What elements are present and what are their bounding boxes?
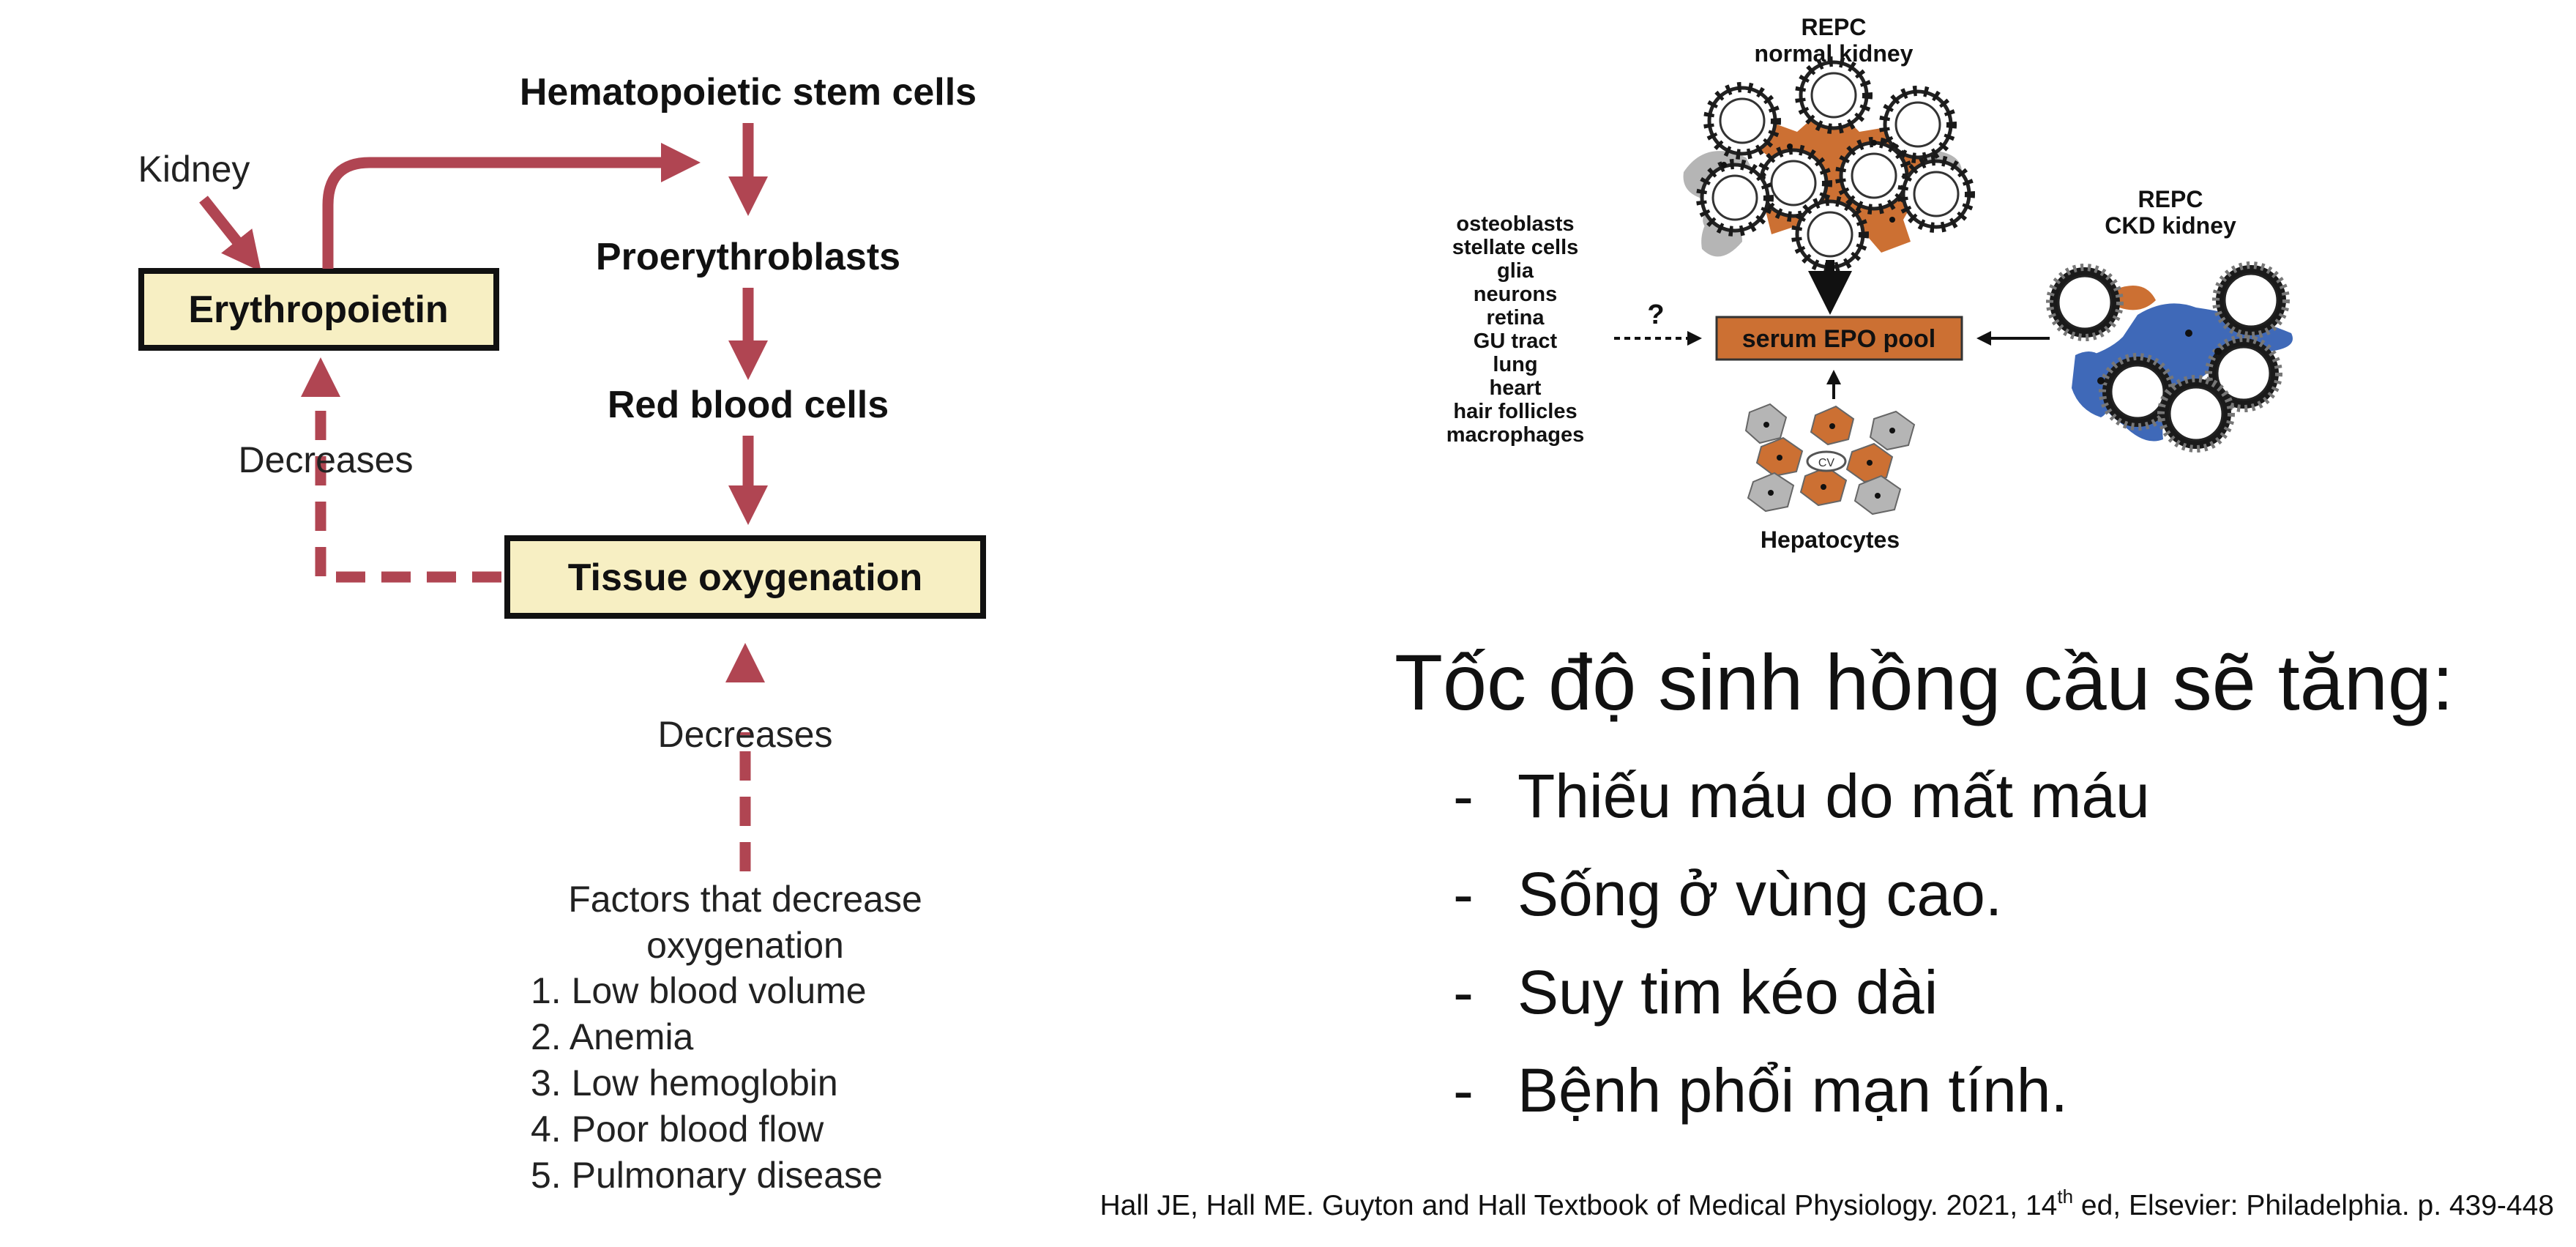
citation-text-end: ed, Elsevier: Philadelphia. p. 439-448 — [2073, 1190, 2554, 1221]
kidney-label: Kidney — [138, 149, 250, 190]
decreases-bottom-label: Decreases — [658, 714, 833, 755]
erythropoietin-label: Erythropoietin — [188, 289, 448, 331]
list-item: -Sống ở vùng cao. — [1453, 863, 2150, 961]
central-vein — [1806, 450, 1847, 472]
epo-feedback-diagram: Kidney Erythropoietin Hematopoietic stem… — [138, 71, 986, 1196]
citation: Hall JE, Hall ME. Guyton and Hall Textbo… — [1100, 1187, 2554, 1222]
erythropoietin-box — [138, 268, 499, 351]
factors-title-line1: Factors that decrease — [568, 879, 922, 920]
source-item: stellate cells — [1452, 236, 1579, 259]
source-item: glia — [1497, 259, 1534, 283]
source-item: lung — [1493, 353, 1537, 376]
source-item: osteoblasts — [1456, 212, 1574, 236]
source-item: retina — [1487, 306, 1545, 330]
factor-item: 2. Anemia — [531, 1016, 694, 1057]
question-mark: ? — [1647, 299, 1664, 330]
factor-item: 3. Low hemoglobin — [531, 1062, 838, 1103]
list-item-text: Thiếu máu do mất máu — [1517, 762, 2150, 830]
list-item: -Suy tim kéo dài — [1453, 961, 2150, 1060]
bullet-dash: - — [1453, 762, 1474, 830]
hepatocyte-cluster: CV — [1744, 403, 1916, 515]
ckd-kidney-tissue — [2050, 265, 2293, 449]
serum-epo-pool-box — [1715, 316, 1963, 361]
proerythroblasts-label: Proerythroblasts — [596, 236, 900, 278]
factor-item: 4. Poor blood flow — [531, 1109, 824, 1150]
condition-list: -Thiếu máu do mất máu -Sống ở vùng cao. … — [1453, 765, 2150, 1158]
bullet-dash: - — [1453, 1056, 1474, 1125]
list-item-text: Sống ở vùng cao. — [1517, 860, 2003, 928]
central-vein-label: CV — [1818, 457, 1835, 469]
decreases-top-label: Decreases — [239, 439, 414, 480]
repc-ckd-subtitle: CKD kidney — [2105, 212, 2236, 239]
kidney-to-epo-arrow — [199, 196, 261, 272]
slide-heading: Tốc độ sinh hồng cầu sẽ tăng: — [1395, 638, 2454, 726]
source-item: hair follicles — [1453, 400, 1577, 423]
citation-superscript: th — [2057, 1185, 2074, 1207]
source-item: heart — [1490, 376, 1542, 400]
list-item: -Bệnh phổi mạn tính. — [1453, 1060, 2150, 1158]
list-item: -Thiếu máu do mất máu — [1453, 765, 2150, 863]
source-item: GU tract — [1474, 330, 1558, 353]
source-item: macrophages — [1446, 423, 1585, 447]
list-item-text: Suy tim kéo dài — [1517, 958, 1938, 1027]
epo-to-stem-cells-arrow — [322, 143, 701, 269]
red-blood-cells-label: Red blood cells — [608, 384, 889, 426]
source-item: neurons — [1474, 283, 1557, 306]
tissue-oxygenation-box — [504, 535, 986, 619]
tissue-oxygenation-label: Tissue oxygenation — [568, 557, 923, 599]
repc-ckd-title: REPC — [2138, 186, 2203, 212]
factor-item: 5. Pulmonary disease — [531, 1155, 883, 1196]
repc-normal-title: REPC — [1802, 14, 1867, 40]
factors-title-line2: oxygenation — [646, 925, 844, 966]
factor-item: 1. Low blood volume — [531, 970, 867, 1011]
oxygenation-to-epo-feedback — [315, 388, 501, 583]
normal-kidney-tissue — [1683, 62, 1970, 268]
bullet-dash: - — [1453, 860, 1474, 928]
citation-text: Hall JE, Hall ME. Guyton and Hall Textbo… — [1100, 1190, 2058, 1221]
serum-epo-pool-label: serum EPO pool — [1742, 325, 1936, 353]
epo-sources-diagram: REPC normal kidney serum EPO pool — [1446, 14, 2293, 553]
stem-cells-label: Hematopoietic stem cells — [520, 71, 977, 113]
list-item-text: Bệnh phổi mạn tính. — [1517, 1056, 2068, 1125]
bullet-dash: - — [1453, 958, 1474, 1027]
hepatocytes-label: Hepatocytes — [1761, 526, 1900, 553]
